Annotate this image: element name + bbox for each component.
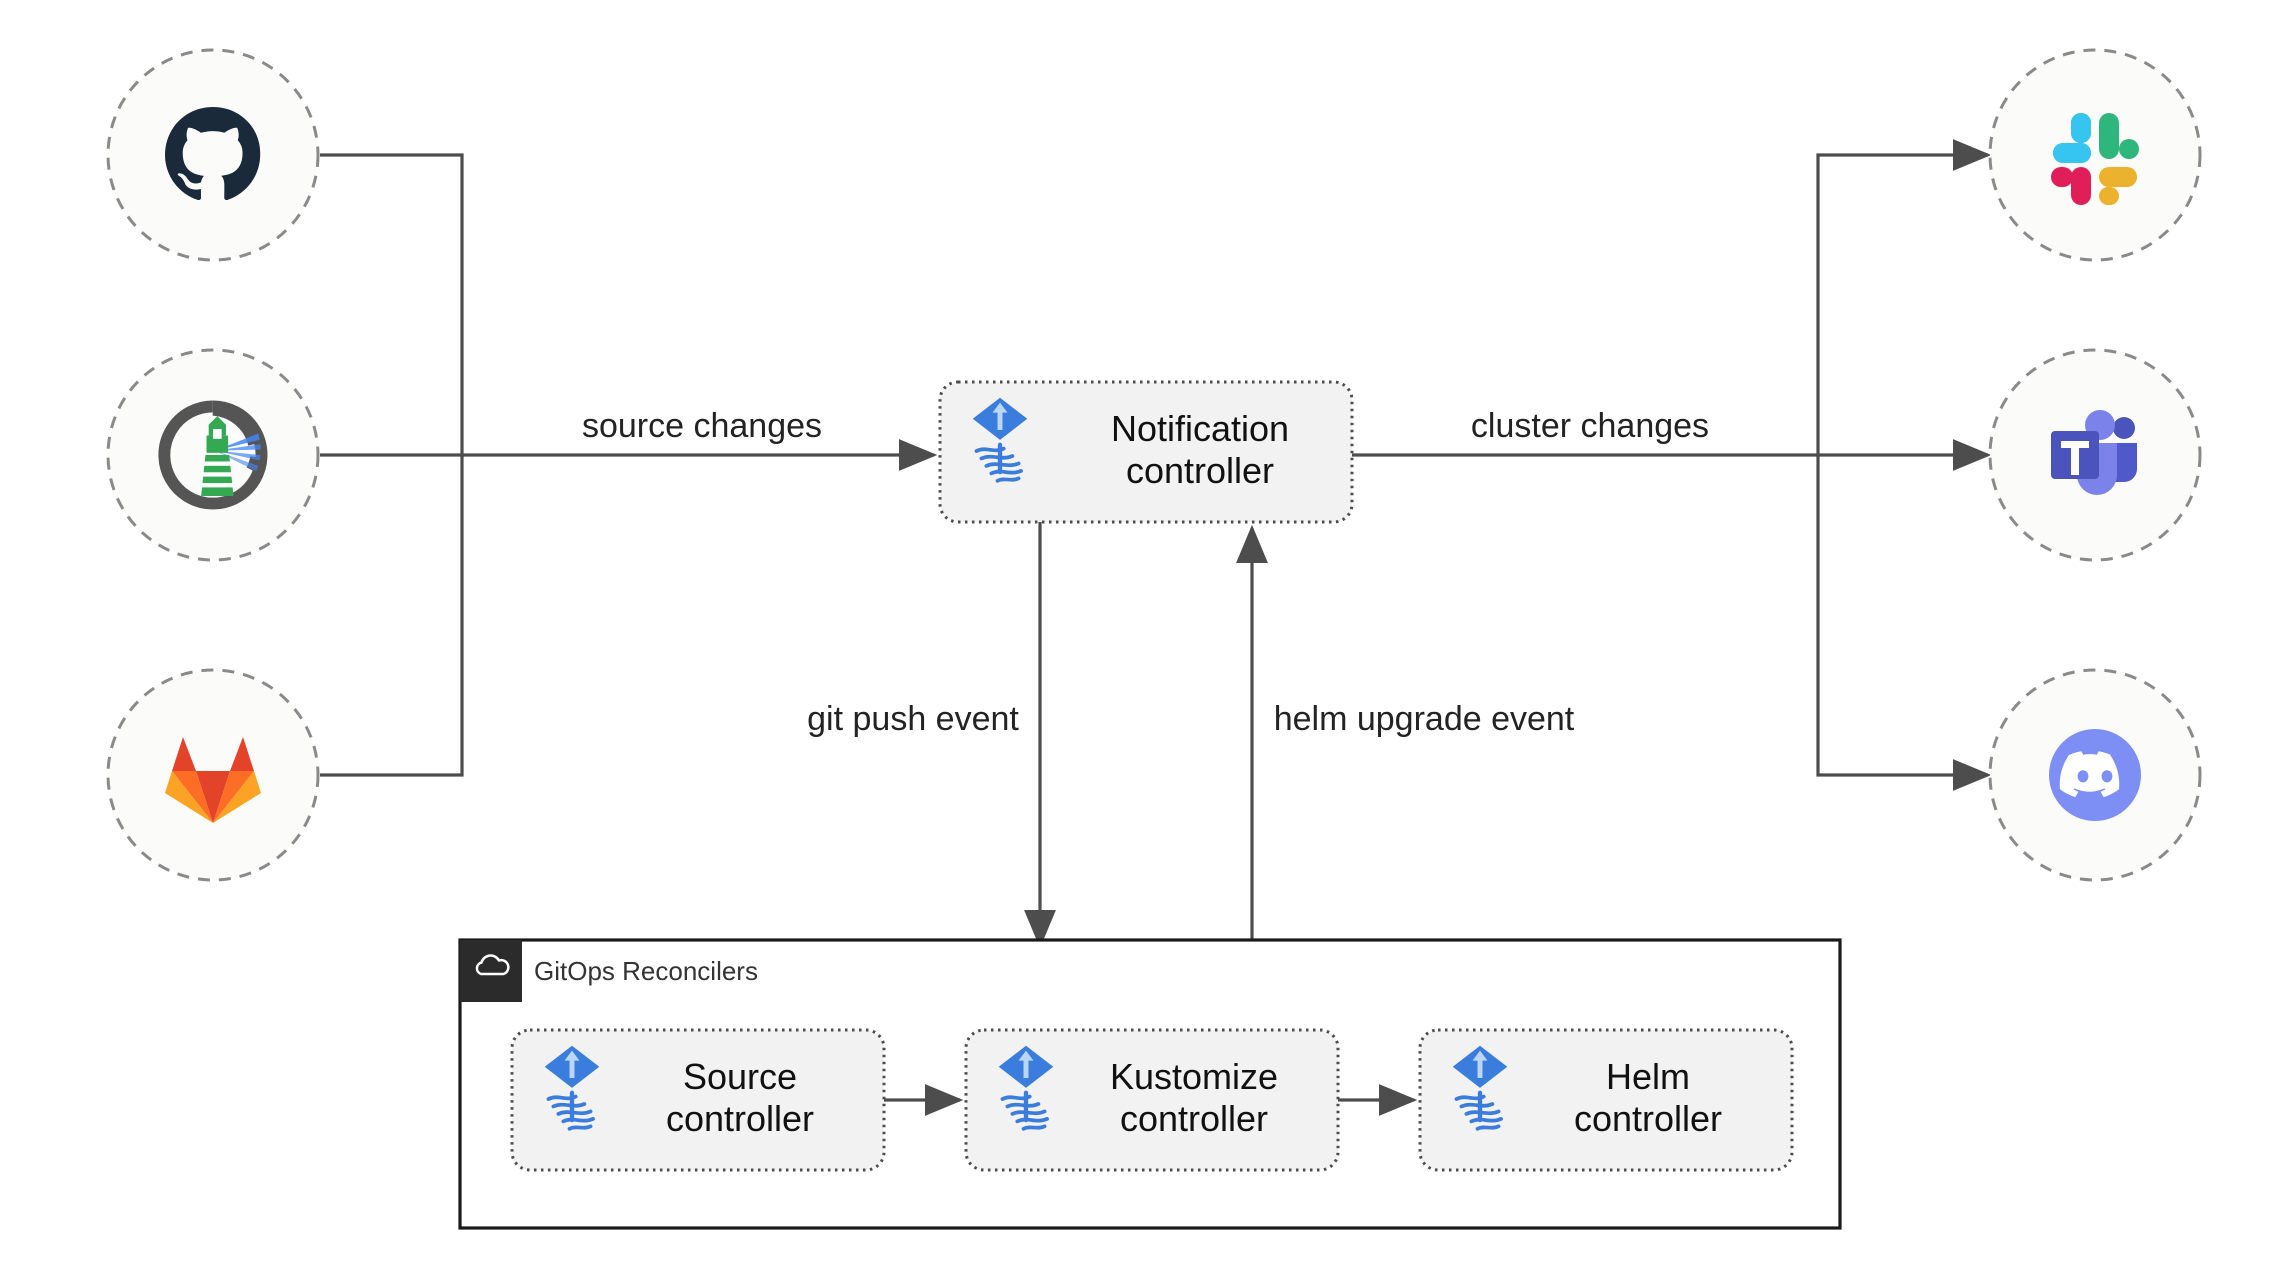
- node-gitea[interactable]: [106, 348, 320, 562]
- discord-icon: [2049, 729, 2141, 821]
- edge-label-layer: source changes cluster changes git push …: [582, 407, 1709, 738]
- node-source-controller[interactable]: Source controller: [510, 1028, 886, 1172]
- github-circle: [106, 48, 320, 262]
- node-gitlab[interactable]: [106, 668, 320, 882]
- source-nodes: [106, 48, 320, 882]
- edge-label-cluster-changes: cluster changes: [1471, 407, 1709, 445]
- node-slack[interactable]: [1988, 48, 2202, 262]
- edge-label-helm-upgrade-event: helm upgrade event: [1274, 700, 1575, 738]
- node-notification-controller[interactable]: Notification controller: [938, 380, 1354, 524]
- gitops-reconcilers-title: GitOps Reconcilers: [534, 956, 758, 986]
- node-kustomize-controller[interactable]: Kustomize controller: [964, 1028, 1340, 1172]
- kustomize-controller-box: [964, 1028, 1340, 1172]
- node-teams[interactable]: [1988, 348, 2202, 562]
- slack-circle: [1988, 48, 2202, 262]
- helm-controller-label-line2: controller: [1574, 1098, 1722, 1139]
- connector-layer: [320, 139, 1992, 949]
- gitops-reconcilers-group[interactable]: GitOps Reconcilers Source controller Kus…: [458, 938, 1842, 1230]
- kustomize-controller-label-line1: Kustomize: [1110, 1056, 1278, 1097]
- helm-controller-box: [1418, 1028, 1794, 1172]
- edge-junction-to-slack: [1816, 139, 1992, 455]
- edge-label-git-push-event: git push event: [807, 700, 1019, 738]
- node-helm-controller[interactable]: Helm controller: [1418, 1028, 1794, 1172]
- edge-github-to-notification: [320, 153, 464, 455]
- source-controller-label-line2: controller: [666, 1098, 814, 1139]
- gitea-circle: [106, 348, 320, 562]
- kustomize-controller-label-line2: controller: [1120, 1098, 1268, 1139]
- node-github[interactable]: [106, 48, 320, 262]
- source-controller-label-line1: Source: [683, 1056, 797, 1097]
- edge-label-source-changes: source changes: [582, 407, 822, 445]
- helm-controller-label-line1: Helm: [1606, 1056, 1690, 1097]
- node-discord[interactable]: [1988, 668, 2202, 882]
- gitops-reconcilers-badge: [460, 940, 522, 1002]
- notification-controller-box: [938, 380, 1354, 524]
- notification-controller-label-line1: Notification: [1111, 408, 1289, 449]
- edge-junction-to-discord: [1816, 455, 1992, 791]
- notification-controller-label-line2: controller: [1126, 450, 1274, 491]
- destination-nodes: [1988, 48, 2202, 882]
- source-controller-box: [510, 1028, 886, 1172]
- edge-gitlab-to-notification: [320, 455, 464, 777]
